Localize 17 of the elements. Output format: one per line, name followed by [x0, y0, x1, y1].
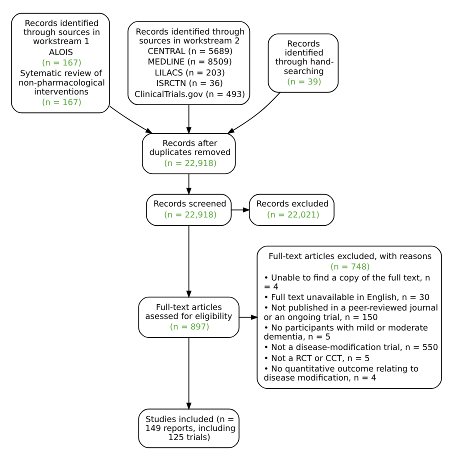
arrow	[186, 104, 192, 134]
node-box: Records identified through sources in workstream 1 ALOIS (n = 167) Sytematic review of non-pharmacological interventions (n = 167)	[11, 12, 110, 114]
node-box: Studies included (n = 149 reports, including 125 trials)	[138, 408, 240, 448]
node-box: Full-text articles asessed for eligibility (n = 897)	[138, 296, 240, 338]
node-box: Records identified through sources in workstream 2 CENTRAL (n = 5689) MEDLINE (n = 8509) LILACS (n = 203) ISRCTN (n = 36) ClinicalTrials.gov (n = 493)	[128, 21, 250, 106]
arrow	[186, 337, 192, 410]
arrow	[238, 314, 258, 320]
node-box: Records after duplicates removed (n = 22,918)	[142, 133, 236, 174]
arrow	[186, 225, 192, 298]
arrow	[109, 106, 153, 134]
node-box: Records identified through hand-searching (n = 39)	[268, 33, 339, 93]
node-box: Full-text articles excluded, with reasons (n = 748) • Unable to find a copy of the full text, n = 4 • Full text unavailable in English, n = 30 • Not published in a peer-reviewed journal or an ongoing trial, n = 150 • No participants with mild or moderate dementia, n = 5 • Not a disease-modification trial, n = 550 • Not a RCT or CCT, n = 5 • No quantitative outcome relating to disease modification, n = 4	[256, 246, 442, 389]
arrow	[231, 207, 250, 213]
node-box: Records excluded (n = 22,021)	[248, 194, 334, 226]
node-box: Records screened (n = 22,918)	[146, 194, 232, 226]
arrow	[226, 92, 281, 134]
arrow	[186, 173, 192, 196]
